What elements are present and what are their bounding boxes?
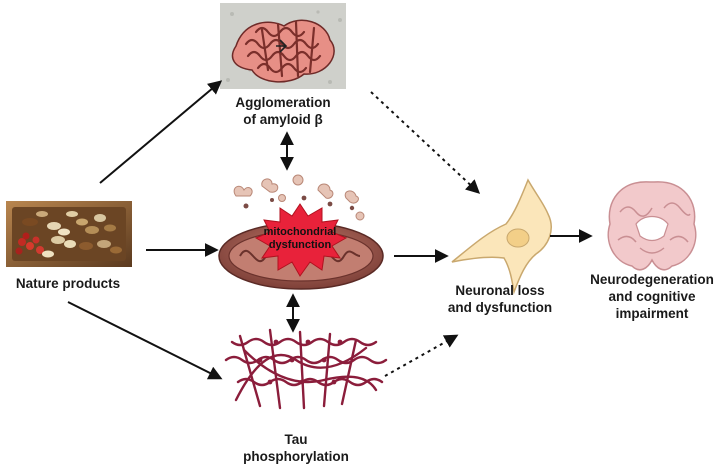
- neuron-label-line2: and dysfunction: [447, 300, 553, 315]
- arrow-products-to-amyloid: [99, 80, 223, 184]
- mito-label-line2: dysfunction: [268, 239, 332, 251]
- brain-section-icon: [607, 181, 697, 271]
- amyloid-label-line1: Agglomeration: [235, 95, 331, 110]
- neuron-icon: [451, 178, 552, 295]
- tau-label-line1: Tau: [284, 432, 308, 447]
- amyloid-label-line2: of amyloid β: [243, 112, 323, 127]
- arrow-amyloid-to-neuron-dotted: [370, 91, 481, 194]
- amyloid-plaque-image: [220, 3, 346, 89]
- tau-tangle-image: [224, 328, 388, 410]
- neuron-label: Neuronal loss and dysfunction: [434, 282, 566, 316]
- mito-label-line1: mitochondrial: [263, 226, 337, 238]
- nature-products-label-text: Nature products: [15, 276, 121, 291]
- herbal-medicine-tray-image: [6, 201, 132, 267]
- tau-dots: [257, 339, 343, 385]
- amyloid-label: Agglomeration of amyloid β: [218, 94, 348, 128]
- tau-label-line2: phosphorylation: [243, 449, 349, 464]
- tau-label: Tau phosphorylation: [226, 431, 366, 465]
- brain-label: Neurodegeneration and cognitive impairme…: [580, 271, 724, 322]
- arrow-products-to-tau: [67, 301, 223, 380]
- mitochondrial-dysfunction-label: mitochondrial dysfunction: [244, 226, 356, 252]
- nature-products-label: Nature products: [0, 275, 136, 292]
- mitochondrion-image: [218, 174, 384, 290]
- arrows: [67, 80, 593, 380]
- neuron-label-line1: Neuronal loss: [455, 283, 545, 298]
- brain-label-line1: Neurodegeneration: [590, 272, 714, 287]
- arrow-tau-to-neuron-dotted: [384, 334, 459, 377]
- mitochondrial-burst-shape: [254, 203, 348, 277]
- brain-label-line3: impairment: [615, 306, 689, 321]
- brain-label-line2: and cognitive: [608, 289, 696, 304]
